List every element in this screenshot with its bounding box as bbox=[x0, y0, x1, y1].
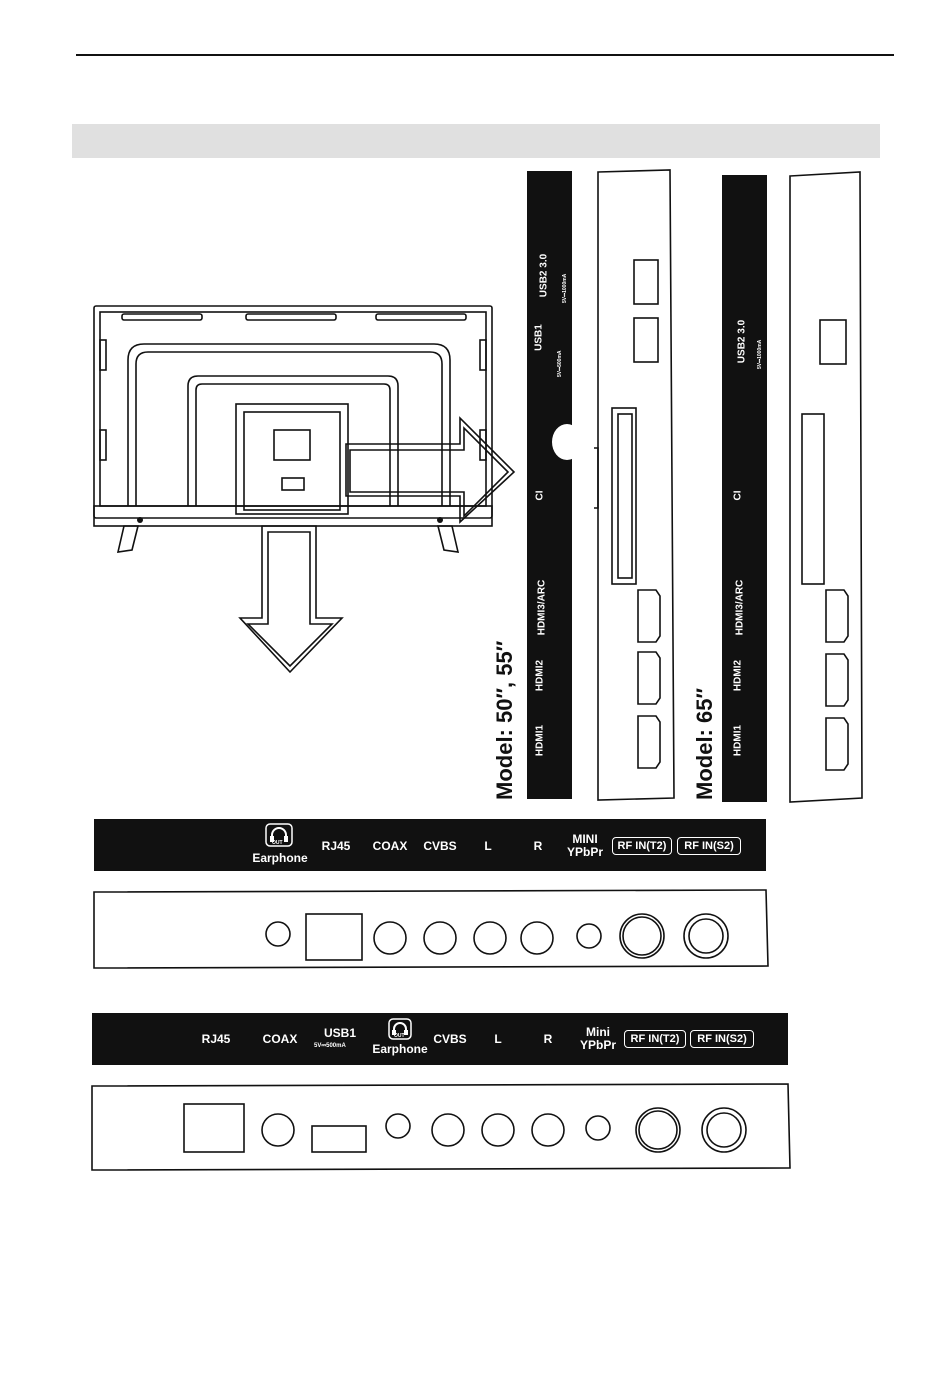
label-usb1-2: USB1 bbox=[318, 1027, 362, 1039]
earphone-icon-text-2: OUT bbox=[394, 1033, 405, 1039]
label-r-1: R bbox=[528, 840, 548, 852]
label-ypbpr-2: YPbPr bbox=[575, 1039, 621, 1051]
label-earphone-2: Earphone bbox=[370, 1043, 430, 1055]
earphone-jack-icon bbox=[386, 1114, 410, 1138]
label-cvbs-2: CVBS bbox=[430, 1033, 470, 1045]
earphone-icon-text-1: OUT bbox=[272, 840, 283, 846]
label-hdmi2-65: HDMI2 bbox=[733, 646, 744, 706]
hdmi-port-icon bbox=[826, 718, 848, 770]
top-rule bbox=[76, 54, 894, 56]
side-panel-label-strip-65 bbox=[722, 175, 767, 802]
label-rf-in-s2-1: RF IN(S2) bbox=[677, 837, 741, 855]
rca-jack-icon bbox=[262, 1114, 294, 1146]
rca-jack-icon bbox=[521, 922, 553, 954]
rca-jack-icon bbox=[586, 1116, 610, 1140]
arrow-down-icon bbox=[240, 526, 342, 672]
label-usb1-spec: 5V⎓500mA bbox=[557, 317, 563, 377]
label-hdmi1: HDMI1 bbox=[535, 711, 546, 771]
rj45-port-icon bbox=[306, 914, 362, 960]
rca-jack-icon bbox=[482, 1114, 514, 1146]
hdmi-port-icon bbox=[826, 590, 848, 642]
label-l-2: L bbox=[488, 1033, 508, 1045]
rca-jack-icon bbox=[474, 922, 506, 954]
bottom-port-panel-1 bbox=[92, 888, 772, 970]
label-usb1-spec-2: 5V⎓500mA bbox=[314, 1043, 346, 1050]
rca-jack-icon bbox=[374, 922, 406, 954]
rj45-port-icon bbox=[184, 1104, 244, 1152]
rca-jack-icon bbox=[432, 1114, 464, 1146]
label-ypbpr-1: YPbPr bbox=[562, 846, 608, 858]
rca-jack-icon bbox=[577, 924, 601, 948]
usb-port-icon bbox=[634, 260, 658, 304]
label-hdmi1-65: HDMI1 bbox=[733, 711, 744, 771]
label-mini-1: MINI bbox=[562, 833, 608, 845]
label-r-2: R bbox=[538, 1033, 558, 1045]
label-earphone-1: Earphone bbox=[250, 852, 310, 864]
hdmi-port-icon bbox=[638, 652, 660, 704]
label-mini-2: Mini bbox=[575, 1026, 621, 1038]
model-label-50-55: Model: 50″, 55″ bbox=[492, 641, 518, 800]
label-usb2-spec-65: 5V⎓1000mA bbox=[757, 309, 763, 369]
side-port-panel-65 bbox=[786, 170, 866, 806]
label-rf-in-t2-1: RF IN(T2) bbox=[612, 837, 672, 855]
label-ci: CI bbox=[535, 476, 546, 516]
bottom-port-panel-2 bbox=[90, 1082, 792, 1172]
label-rj45-2: RJ45 bbox=[196, 1033, 236, 1045]
section-header-band bbox=[72, 124, 880, 158]
label-usb2-65: USB2 3.0 bbox=[737, 312, 748, 372]
hdmi-port-icon bbox=[638, 716, 660, 768]
label-rf-in-s2-2: RF IN(S2) bbox=[690, 1030, 754, 1048]
tv-back-illustration bbox=[88, 300, 528, 680]
label-l-1: L bbox=[478, 840, 498, 852]
label-coax-2: COAX bbox=[258, 1033, 302, 1045]
label-usb2: USB2 3.0 bbox=[539, 246, 550, 306]
label-hdmi3: HDMI3/ARC bbox=[537, 568, 548, 648]
hdmi-port-icon bbox=[826, 654, 848, 706]
usb-port-icon bbox=[634, 318, 658, 362]
label-coax-1: COAX bbox=[370, 840, 410, 852]
label-usb2-spec: 5V⎓1000mA bbox=[562, 243, 568, 303]
label-rj45-1: RJ45 bbox=[316, 840, 356, 852]
label-rf-in-t2-2: RF IN(T2) bbox=[624, 1030, 686, 1048]
hdmi-port-icon bbox=[638, 590, 660, 642]
earphone-jack-icon bbox=[266, 922, 290, 946]
rca-jack-icon bbox=[424, 922, 456, 954]
label-cvbs-1: CVBS bbox=[420, 840, 460, 852]
label-hdmi3-65: HDMI3/ARC bbox=[735, 568, 746, 648]
label-ci-65: CI bbox=[733, 476, 744, 516]
usb-port-icon bbox=[312, 1126, 366, 1152]
label-hdmi2: HDMI2 bbox=[535, 646, 546, 706]
strip-notch bbox=[552, 424, 582, 460]
side-port-panel-50-55 bbox=[594, 168, 678, 804]
usb-port-icon bbox=[820, 320, 846, 364]
rca-jack-icon bbox=[532, 1114, 564, 1146]
label-usb1: USB1 bbox=[534, 313, 545, 363]
model-label-65: Model: 65″ bbox=[692, 688, 718, 800]
